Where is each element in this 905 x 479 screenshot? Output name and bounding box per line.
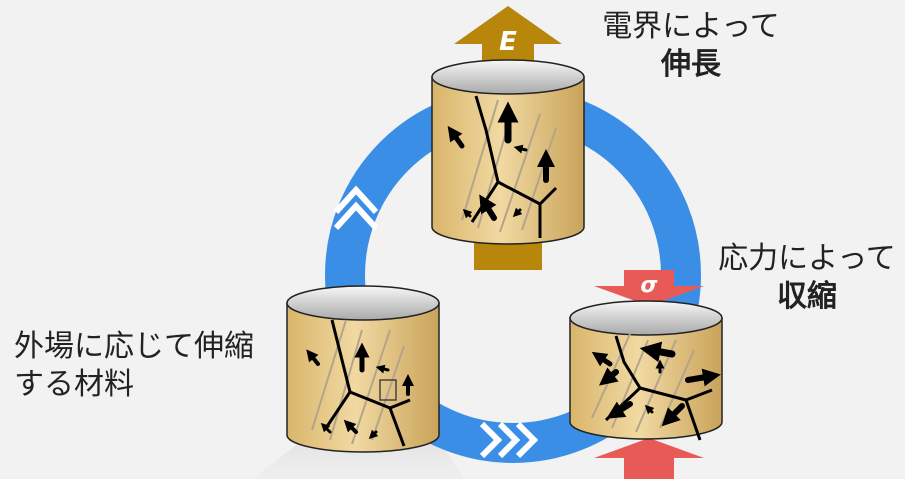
electric-field-symbol: E [499, 27, 517, 57]
cylinder-compressed [569, 300, 723, 441]
zoom-region-box [379, 379, 397, 401]
cycle-chevrons-left [333, 185, 379, 231]
label-contraction-line1: 応力によって [718, 241, 896, 276]
label-elongation-line2: 伸長 [596, 46, 786, 84]
label-material-line1: 外場に応じて伸縮 [14, 329, 254, 364]
label-elongation-bold: 伸長 [661, 47, 721, 82]
stress-arrow-bottom [594, 438, 704, 479]
cycle-chevrons-bottom [479, 421, 539, 459]
label-contraction-bold: 収縮 [777, 279, 837, 314]
label-elongation: 電界によって 伸長 [596, 8, 786, 84]
label-material-line2: する材料 [14, 367, 134, 402]
cylinder-neutral [286, 285, 440, 453]
label-material: 外場に応じて伸縮 する材料 [14, 328, 294, 404]
label-elongation-line1: 電界によって [602, 9, 780, 44]
stress-arrow-top: σ [594, 270, 704, 306]
label-contraction-line2: 収縮 [712, 278, 902, 316]
stress-symbol: σ [640, 273, 658, 298]
label-contraction: 応力によって 収縮 [712, 240, 902, 316]
cylinder-elongated [431, 59, 585, 245]
